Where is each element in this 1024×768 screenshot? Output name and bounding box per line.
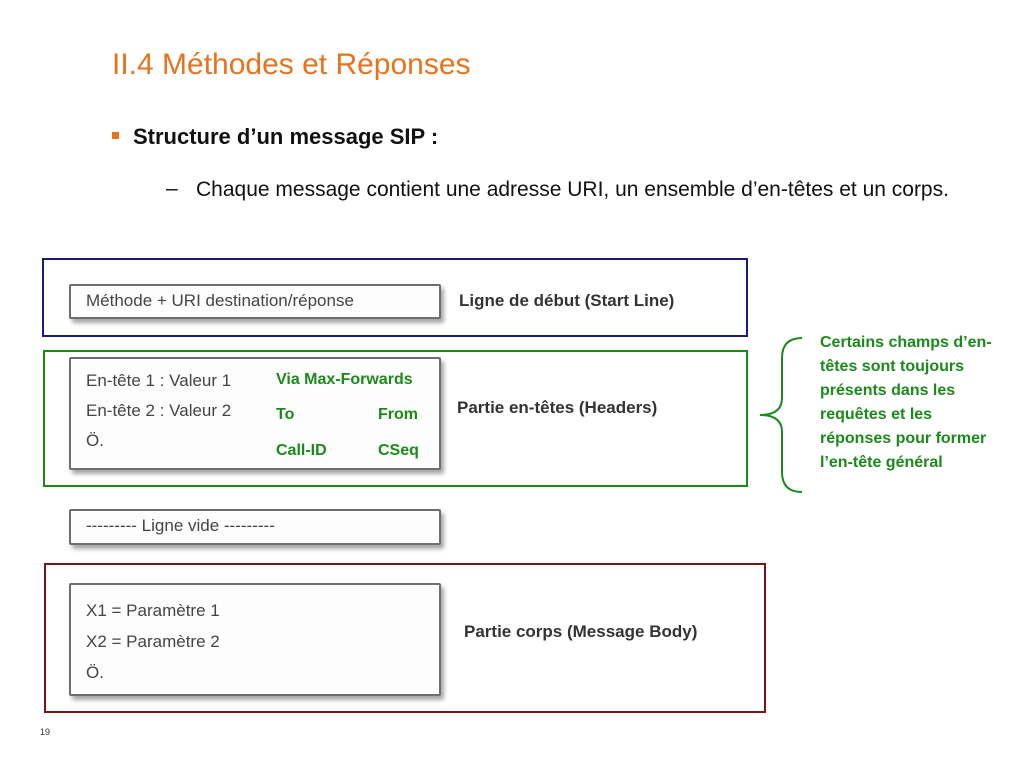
sub-bullet-text: Chaque message contient une adresse URI,…: [196, 178, 949, 201]
slide-title: II.4 Méthodes et Réponses: [112, 48, 471, 81]
body-line-3: Ö.: [86, 663, 104, 682]
curly-brace-icon: [759, 337, 803, 493]
header-line-3: Ö.: [86, 431, 104, 450]
body-section: [44, 563, 766, 713]
headers-label: Partie en-têtes (Headers): [457, 398, 658, 417]
start-line-label: Ligne de début (Start Line): [459, 291, 675, 310]
bullet-text: Structure d’un message SIP :: [133, 124, 439, 149]
general-field-cseq: CSeq: [378, 442, 419, 459]
general-header-note: Certains champs d’en-têtes sont toujours…: [820, 334, 992, 471]
empty-line-box: [69, 509, 441, 545]
empty-line-text: --------- Ligne vide ---------: [86, 516, 275, 535]
general-field-from: From: [378, 406, 418, 423]
start-line-text: Méthode + URI destination/réponse: [86, 291, 354, 310]
sub-bullet-dash: –: [166, 177, 178, 200]
start-line-box: [69, 284, 441, 319]
header-line-2: En-tête 2 : Valeur 2: [86, 401, 232, 420]
headers-box: [69, 357, 441, 470]
headers-section: [43, 350, 748, 487]
start-line-section: [42, 258, 748, 337]
body-box: [69, 583, 441, 696]
body-label: Partie corps (Message Body): [464, 622, 698, 641]
general-fields-via-maxforwards: Via Max-Forwards: [276, 371, 413, 388]
header-line-1: En-tête 1 : Valeur 1: [86, 371, 232, 390]
body-line-1: X1 = Paramètre 1: [86, 601, 220, 620]
page-number: 19: [40, 727, 51, 737]
bullet-square-icon: [112, 132, 119, 139]
general-field-call-id: Call-ID: [276, 442, 327, 459]
body-line-2: X2 = Paramètre 2: [86, 632, 220, 651]
general-field-to: To: [276, 406, 295, 423]
